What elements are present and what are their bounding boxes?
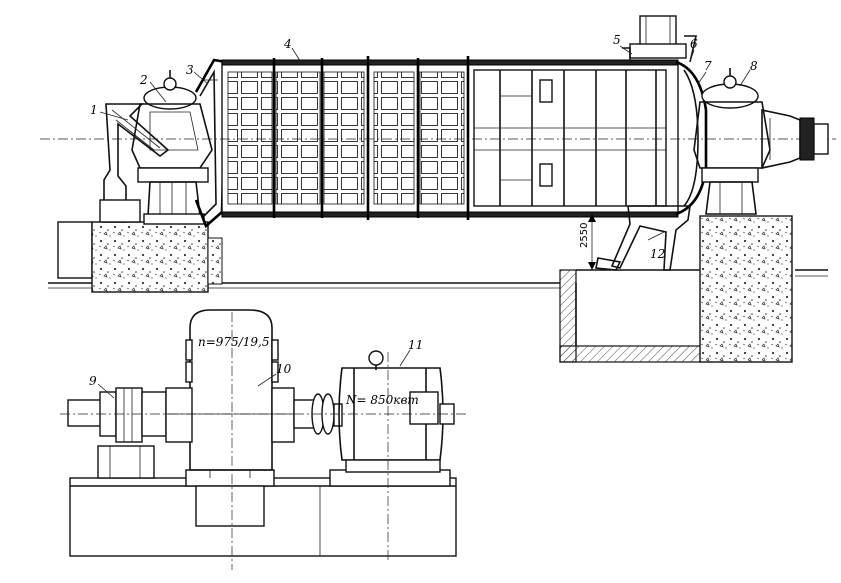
height-dimension-text: 2550 bbox=[579, 223, 590, 248]
discharge-chute bbox=[595, 205, 691, 271]
reducer-speed-annotation: n=975/19,5 bbox=[198, 335, 269, 349]
left-foundation bbox=[57, 221, 223, 293]
label-2: 2 bbox=[139, 73, 148, 87]
feed-chute bbox=[99, 103, 170, 223]
label-9: 9 bbox=[89, 374, 97, 388]
left-main-bearing bbox=[131, 70, 213, 225]
label-6: 6 bbox=[690, 37, 698, 51]
feed-hopper bbox=[622, 15, 698, 63]
right-foundation bbox=[699, 215, 793, 363]
mill-shell bbox=[40, 56, 836, 220]
label-4: 4 bbox=[283, 37, 292, 51]
motor-coupling bbox=[293, 393, 343, 435]
electric-motor bbox=[338, 350, 455, 473]
label-12: 12 bbox=[650, 247, 665, 261]
label-7: 7 bbox=[704, 59, 712, 73]
drive-base bbox=[69, 469, 457, 557]
drive-assembly bbox=[60, 309, 468, 570]
motor-power-annotation: N= 850квт bbox=[345, 393, 419, 407]
label-3: 3 bbox=[186, 63, 194, 77]
callouts: 1 2 3 4 5 6 7 8 9 10 11 12 bbox=[89, 33, 758, 399]
foundation-pit bbox=[559, 269, 703, 363]
label-5: 5 bbox=[613, 33, 621, 47]
label-1: 1 bbox=[90, 103, 98, 117]
right-main-bearing bbox=[693, 68, 771, 215]
gear-reducer bbox=[165, 309, 295, 478]
pinion-shaft bbox=[67, 387, 167, 479]
output-trunnion bbox=[761, 109, 829, 169]
mill-assembly: 2550 bbox=[40, 15, 836, 363]
discharge-head bbox=[675, 60, 708, 216]
label-11: 11 bbox=[408, 338, 423, 352]
height-dimension: 2550 bbox=[579, 214, 596, 270]
label-8: 8 bbox=[750, 59, 758, 73]
label-10: 10 bbox=[276, 362, 292, 376]
